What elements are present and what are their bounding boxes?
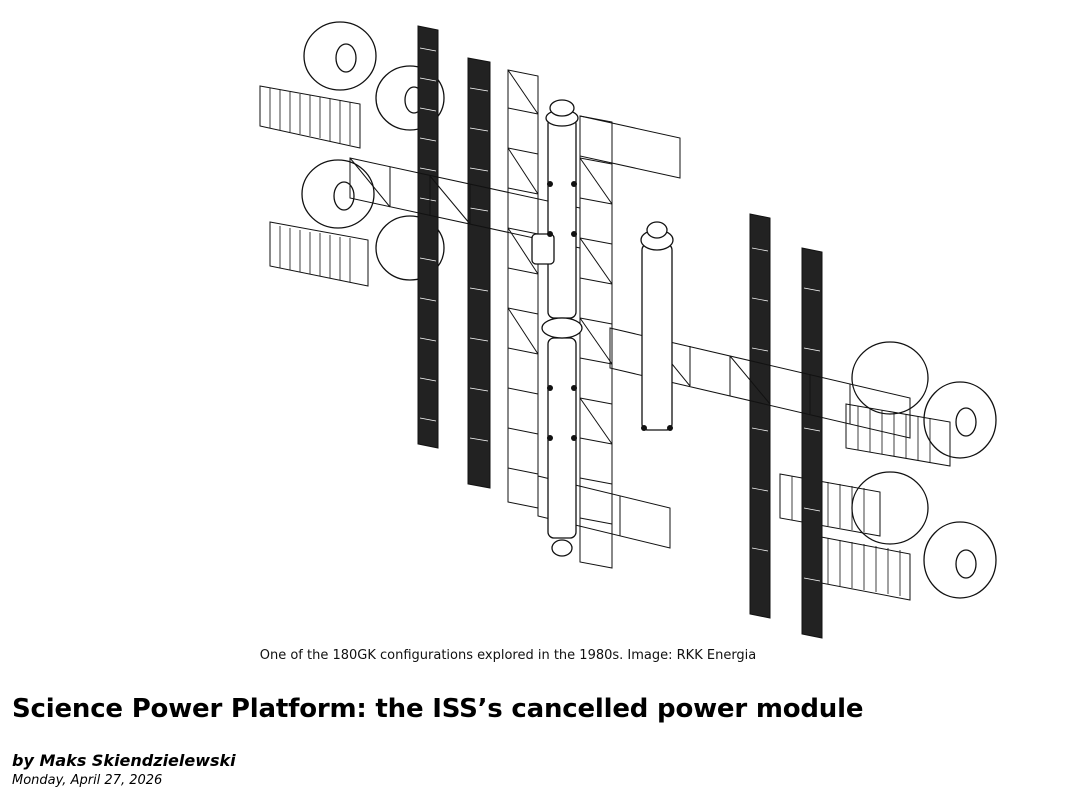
solar-array-wing: [417, 25, 439, 449]
radiator-panel: [269, 221, 369, 287]
solar-dish: [923, 381, 997, 459]
radiator-panel: [845, 403, 951, 467]
solar-dish: [375, 215, 445, 281]
solar-array-wing: [467, 57, 491, 489]
article-date: Monday, April 27, 2026: [12, 773, 163, 788]
radiator-panel: [815, 535, 911, 601]
station-illustration: [250, 8, 1010, 640]
main-truss: [507, 69, 539, 509]
cross-truss: [349, 157, 581, 249]
article-byline: by Maks Skiendzielewski: [12, 751, 236, 770]
solar-dish: [303, 21, 377, 91]
solar-dish: [923, 521, 997, 599]
solar-dish: [851, 341, 929, 415]
module-upper: [547, 117, 577, 319]
solar-array-wing: [801, 247, 823, 639]
solar-array-wing: [749, 213, 771, 619]
figure-caption: One of the 180GK configurations explored…: [259, 648, 757, 663]
radiator-panel: [779, 473, 881, 537]
solar-dish: [375, 65, 445, 131]
station-line-drawing: [259, 21, 997, 639]
article-title: Science Power Platform: the ISS’s cancel…: [12, 694, 864, 724]
solar-dish: [301, 159, 375, 229]
module-side: [641, 243, 673, 431]
radiator-panel: [259, 85, 361, 149]
